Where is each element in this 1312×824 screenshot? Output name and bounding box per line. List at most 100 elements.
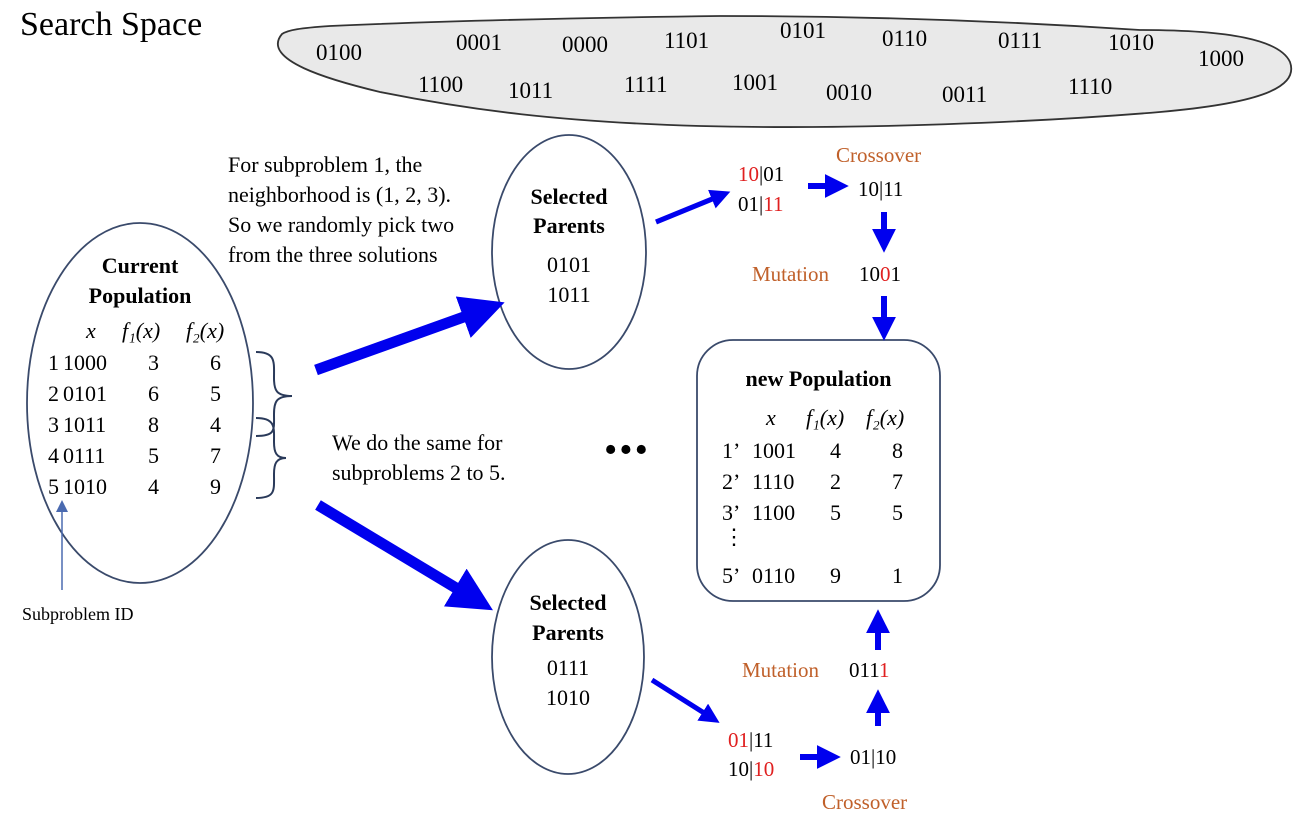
current-row-x: 1011 xyxy=(63,412,107,437)
crossover-child: 10|11 xyxy=(858,177,904,201)
current-row-f1: 3 xyxy=(148,350,159,375)
new-row-x: 1100 xyxy=(752,500,796,525)
current-row-id: 5 xyxy=(48,474,59,499)
current-row-f1: 8 xyxy=(148,412,159,437)
new-header-f2: f₂(x) xyxy=(866,405,905,430)
selected-parents-label: Selected xyxy=(529,590,607,615)
crossover-input-1: 01|11 xyxy=(728,728,774,752)
vertical-ellipsis: ⋮ xyxy=(723,524,745,549)
mutation-result: 1001 xyxy=(859,262,901,286)
search-code: 1010 xyxy=(1108,30,1154,55)
brace-top xyxy=(255,351,293,437)
new-row-id: 1’ xyxy=(722,438,741,463)
search-code: 1100 xyxy=(418,72,464,97)
new-row-x: 1001 xyxy=(752,438,796,463)
new-header-x: x xyxy=(766,405,776,430)
current-row-f2: 9 xyxy=(210,474,221,499)
new-row-f2: 5 xyxy=(892,500,903,525)
parent-code: 1010 xyxy=(546,685,590,710)
new-row-id: 5’ xyxy=(722,563,741,588)
current-row-id: 2 xyxy=(48,381,59,406)
current-row-id: 4 xyxy=(48,443,59,468)
arrow-to-top-parents xyxy=(314,296,505,376)
search-code: 1101 xyxy=(664,28,710,53)
parent-code: 0101 xyxy=(547,252,591,277)
search-code: 0111 xyxy=(998,28,1043,53)
search-code: 1110 xyxy=(1068,74,1113,99)
search-code: 0010 xyxy=(826,80,872,105)
mutation-label: Mutation xyxy=(752,262,829,286)
new-row-x: 0110 xyxy=(752,563,796,588)
selected-parents-top-ellipse xyxy=(491,134,647,370)
mutation-label: Mutation xyxy=(742,658,819,682)
subproblem-id-pointer-head xyxy=(56,500,68,512)
current-row-f2: 4 xyxy=(210,412,221,437)
new-row-f2: 1 xyxy=(892,563,903,588)
mutation-result: 0111 xyxy=(849,658,890,682)
new-population-title: new Population xyxy=(745,366,892,391)
crossover-child: 01|10 xyxy=(850,745,897,769)
search-space-blob xyxy=(277,15,1293,128)
current-header-f1: f₁(x) xyxy=(122,318,161,343)
current-row-f1: 5 xyxy=(148,443,159,468)
crossover-label: Crossover xyxy=(822,790,908,814)
current-population-ellipse xyxy=(26,222,254,584)
ellipsis-dots: ••• xyxy=(604,429,650,471)
new-row-f1: 5 xyxy=(830,500,841,525)
subproblem-id-label: Subproblem ID xyxy=(22,604,134,624)
parent-code: 0111 xyxy=(546,655,590,680)
parent-code: 1011 xyxy=(547,282,591,307)
crossover-input-1: 10|01 xyxy=(738,162,785,186)
current-header-x: x xyxy=(86,318,96,343)
new-row-f2: 7 xyxy=(892,469,903,494)
same-procedure-note: We do the same for subproblems 2 to 5. xyxy=(332,430,506,485)
new-row-id: 2’ xyxy=(722,469,741,494)
search-code: 0101 xyxy=(780,18,826,43)
arrow-top-parents-to-crossover xyxy=(655,189,731,225)
current-row-x: 0101 xyxy=(63,381,107,406)
arrow-to-bottom-parents xyxy=(315,500,493,611)
neighborhood-note: For subproblem 1, the neighborhood is (1… xyxy=(228,152,455,267)
search-code: 1000 xyxy=(1198,46,1244,71)
crossover-label: Crossover xyxy=(836,143,922,167)
new-row-f1: 2 xyxy=(830,469,841,494)
new-row-x: 1110 xyxy=(752,469,795,494)
current-row-f2: 5 xyxy=(210,381,221,406)
current-row-f1: 6 xyxy=(148,381,159,406)
current-row-id: 1 xyxy=(48,350,59,375)
search-code: 0000 xyxy=(562,32,608,57)
current-population-title: Population xyxy=(88,283,192,308)
current-population-title: Current xyxy=(101,253,179,278)
search-code: 0001 xyxy=(456,30,502,55)
search-code: 0011 xyxy=(942,82,988,107)
arrow-bottom-parents-to-crossover xyxy=(650,677,720,723)
selected-parents-label: Parents xyxy=(533,213,605,238)
new-row-id: 3’ xyxy=(722,500,741,525)
selected-parents-label: Parents xyxy=(532,620,604,645)
search-code: 0110 xyxy=(882,26,928,51)
search-code: 1011 xyxy=(508,78,554,103)
search-code: 1001 xyxy=(732,70,778,95)
crossover-input-2: 10|10 xyxy=(728,757,775,781)
current-row-x: 1010 xyxy=(63,474,107,499)
brace-bottom xyxy=(255,417,287,499)
new-header-f1: f₁(x) xyxy=(806,405,845,430)
current-row-x: 1000 xyxy=(63,350,107,375)
new-row-f1: 9 xyxy=(830,563,841,588)
selected-parents-label: Selected xyxy=(530,184,608,209)
current-row-id: 3 xyxy=(48,412,59,437)
search-code: 1111 xyxy=(624,72,668,97)
new-population-box xyxy=(696,339,941,602)
current-row-f1: 4 xyxy=(148,474,159,499)
current-header-f2: f₂(x) xyxy=(186,318,225,343)
current-row-f2: 6 xyxy=(210,350,221,375)
selected-parents-bottom-ellipse xyxy=(491,539,645,775)
crossover-input-2: 01|11 xyxy=(738,192,784,216)
new-row-f1: 4 xyxy=(830,438,841,463)
search-space-title: Search Space xyxy=(20,6,203,43)
current-row-x: 0111 xyxy=(63,443,106,468)
new-row-f2: 8 xyxy=(892,438,903,463)
current-row-f2: 7 xyxy=(210,443,221,468)
search-code: 0100 xyxy=(316,40,362,65)
